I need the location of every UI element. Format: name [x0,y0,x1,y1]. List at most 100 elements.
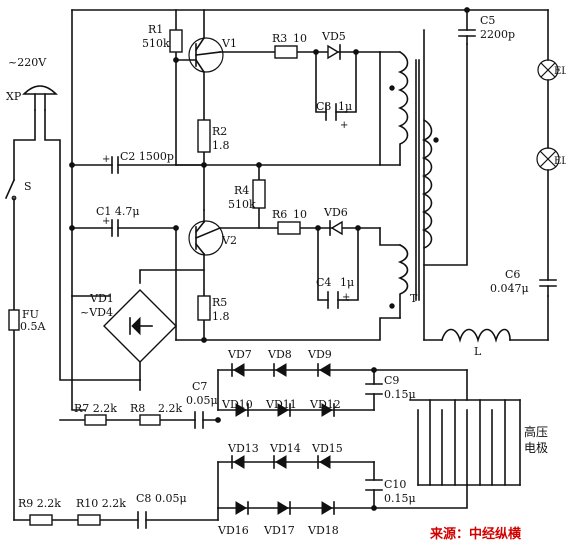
label-r4: R4 [234,184,249,197]
label-mains: ~220V [8,56,47,69]
label-c9: C9 [384,374,399,387]
diode-vd5 [327,44,341,60]
label-hv-1: 高压 [524,424,548,439]
label-vd5: VD5 [321,30,346,43]
label-vd9: VD9 [307,348,332,361]
transistor-v2 [188,220,224,256]
label-r5: R5 [212,296,227,309]
diode-row-lower-1 [231,455,331,469]
label-xp: XP [6,90,22,103]
lamp-el-1 [537,59,559,81]
capacitor-c2 [111,156,119,174]
capacitor-c6 [539,279,557,297]
label-v1: V1 [221,37,237,50]
transformer-t [397,50,433,319]
label-vd6: VD6 [323,206,348,219]
label-l: L [474,345,482,358]
label-c2: C2 1500p [120,150,174,163]
label-c10: C10 [384,478,406,491]
label-vd16: VD16 [217,524,249,537]
label-fu-value: 0.5A [20,320,46,333]
label-r3: R3 [272,32,287,45]
label-r4-value: 510k [228,198,256,211]
label-c5-value: 2200p [480,28,515,41]
label-r6-value: 10 [293,208,307,221]
label-vd18: VD18 [307,524,339,537]
label-hv-2: 电极 [524,441,548,455]
label-t: T [410,292,418,305]
label-vd15: VD15 [311,442,343,455]
label-c7-value: 0.05μ [186,394,218,407]
resistor-r2 [197,119,211,153]
diode-row-lower-2 [235,501,335,515]
label-c7: C7 [192,380,207,393]
transistor-v1 [188,36,224,74]
capacitor-c10 [365,479,383,491]
capacitor-c8 [137,511,147,529]
label-r2: R2 [212,125,227,138]
label-r10: R10 2.2k [76,497,126,510]
label-c4: C4 [316,276,331,289]
label-vd10: VD10 [221,398,253,411]
label-vd8: VD8 [267,348,292,361]
switch-s [4,178,17,201]
label-c10-value: 0.15μ [384,492,416,505]
capacitor-c1 [111,219,119,237]
label-vd17: VD17 [263,524,295,537]
label-r6: R6 [272,208,287,221]
resistor-r4 [252,179,266,209]
resistor-r1 [169,29,183,53]
capacitor-c4 [327,291,349,309]
label-c2-plus: + [102,154,110,165]
diode-row-upper-2 [235,403,335,417]
label-c6: C6 [505,268,520,281]
label-r5-value: 1.8 [212,310,230,323]
inductor-l [441,328,511,343]
diode-vd6 [329,220,343,236]
label-c3-plus: + [340,120,348,131]
label-r1-value: 510k [142,37,170,50]
label-vd14: VD14 [269,442,301,455]
label-r2-value: 1.8 [212,139,230,152]
resistor-r6 [277,221,301,235]
plug-xp [22,85,58,111]
junction-dots [69,7,470,511]
label-r8: R8 [130,402,145,415]
label-r9: R9 2.2k [18,497,61,510]
label-vd12: VD12 [309,398,341,411]
label-fu: FU [22,308,39,321]
lamp-el-2 [536,147,560,171]
label-r8-value: 2.2k [158,402,182,415]
capacitor-c3 [325,103,347,121]
resistor-r7 [84,414,107,426]
label-vd11: VD11 [265,398,297,411]
label-vd13: VD13 [227,442,259,455]
bridge-rectifier [103,289,177,381]
label-r1: R1 [148,23,163,36]
resistor-r3 [274,45,298,59]
resistor-r9 [29,514,53,526]
diode-row-upper-1 [231,363,331,377]
capacitor-c5 [458,29,476,45]
label-c1: C1 4.7μ [96,205,140,218]
labels: R1 510k V1 R3 10 VD5 C3 1μ + C5 2200p EL… [6,14,566,542]
label-c3-value: 1μ [338,100,352,113]
label-vd7: VD7 [227,348,252,361]
source-credit: 来源：中经纵横 [429,526,522,542]
label-el-2: EL [554,156,566,167]
capacitor-c7 [194,411,204,429]
label-c5: C5 [480,14,495,27]
label-c8-value: 0.05μ [155,492,187,505]
label-r3-value: 10 [293,32,307,45]
label-el-1: EL [554,66,566,77]
label-c4-value: 1μ [340,276,354,289]
capacitor-c9 [365,383,383,395]
label-c3: C3 [316,100,331,113]
label-r7: R7 2.2k [74,402,117,415]
label-vd1: VD1 [89,292,114,305]
resistor-r5 [197,295,211,321]
label-vd4: ~VD4 [80,306,113,319]
label-c8: C8 [136,492,151,505]
label-c1-plus: + [102,216,110,227]
